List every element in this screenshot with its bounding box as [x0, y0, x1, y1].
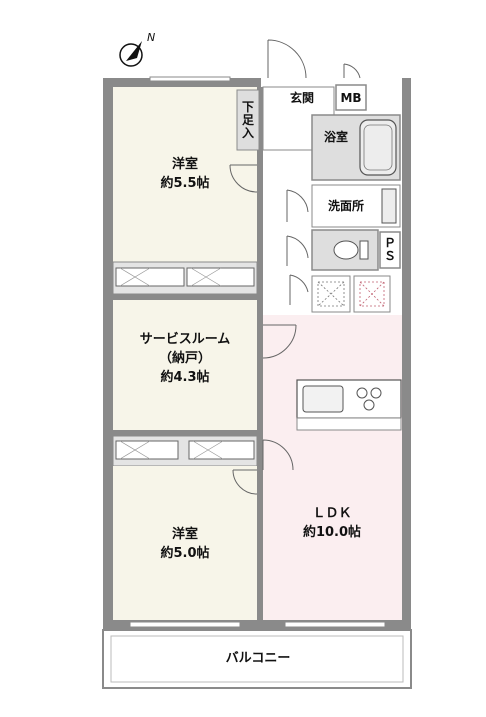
room-western-1-name: 洋室: [171, 157, 198, 172]
hall-door-swing: [289, 274, 309, 305]
meter-box: [335, 84, 367, 111]
balcony-label: バルコニー: [225, 651, 291, 666]
window-western-1: [149, 76, 231, 82]
room-western-2: [113, 466, 257, 620]
room-western-1-label: 洋室 約5.5帖: [135, 155, 235, 193]
wall-bottom: [103, 620, 411, 630]
washroom: [286, 184, 401, 228]
closet-2-right-door: [188, 440, 255, 460]
closet-1-fold-lines: [119, 267, 222, 287]
hallway: [263, 150, 309, 310]
kitchen-stove-burner-2: [370, 387, 382, 399]
compass-label: N: [147, 31, 155, 44]
wall-service-top: [113, 294, 257, 300]
compass-needle-icon: [126, 41, 142, 61]
closet-1: [112, 261, 258, 295]
door-western-2: [232, 469, 258, 495]
kitchen-counter: [296, 379, 402, 431]
room-service-size: 約4.3帖: [160, 370, 210, 385]
entrance-door-swing: [267, 39, 307, 79]
toilet-icon: [333, 240, 359, 260]
room-service-label: サービスルーム （納戸） 約4.3帖: [113, 330, 257, 387]
storage-fridge-cross: [359, 281, 385, 307]
window-bottom-right: [284, 621, 386, 628]
closet-2: [112, 430, 258, 467]
door-service: [262, 324, 297, 359]
room-western-2-label: 洋室 約5.0帖: [135, 525, 235, 563]
bathtub-inner: [363, 124, 393, 171]
closet-1-left-door: [115, 267, 185, 287]
room-service-name: サービスルーム: [139, 332, 231, 347]
toilet-tank: [359, 240, 369, 260]
kitchen-sink-icon: [302, 385, 344, 413]
bathroom-label: 浴室: [323, 130, 348, 144]
closet-2-fold-lines: [119, 440, 224, 460]
wall-top-left: [103, 78, 261, 87]
room-doors: [229, 164, 297, 495]
room-service-note: （納戸）: [158, 351, 211, 366]
room-ldk-size: 約10.0帖: [302, 525, 362, 540]
toilet-room: [286, 229, 401, 271]
storage-fridge-inner: [359, 281, 385, 307]
closet-2-left-door: [115, 440, 179, 460]
closet-1-right-door: [186, 267, 255, 287]
room-western-2-size: 約5.0帖: [160, 546, 210, 561]
room-service: [113, 300, 257, 430]
room-ldk: [263, 315, 402, 620]
balcony-rail: [110, 635, 404, 683]
door-ldk: [262, 439, 294, 471]
wall-service-bottom: [113, 430, 257, 436]
washroom-door-swing: [286, 189, 309, 222]
storage-spaces: [289, 274, 391, 313]
outer-walls: [103, 78, 411, 630]
room-ldk-name: ＬＤＫ: [312, 506, 352, 521]
toilet-door-swing: [286, 235, 309, 266]
storage-washer-cross: [317, 281, 345, 307]
room-ldk-label: ＬＤＫ 約10.0帖: [282, 504, 382, 542]
entrance-label: 玄関: [289, 91, 314, 105]
meter-box-label: MB: [340, 91, 362, 105]
room-western-2-name: 洋室: [171, 527, 198, 542]
wall-mid-vertical: [257, 87, 263, 620]
pipe-space: [379, 231, 401, 269]
compass: N: [119, 31, 155, 67]
balcony: [102, 629, 412, 689]
door-western-1: [229, 164, 258, 193]
bathtub-icon: [359, 119, 397, 176]
meter-box-door-swing: [343, 63, 361, 79]
washbasin-icon: [381, 188, 397, 224]
wall-left: [103, 78, 113, 630]
bathroom: [311, 114, 401, 181]
kitchen-lower-counter: [296, 417, 402, 431]
pipe-space-label: ＰＳ: [383, 236, 396, 263]
washroom-label: 洗面所: [327, 199, 364, 213]
room-western-1-size: 約5.5帖: [160, 176, 210, 191]
window-bottom-left: [129, 621, 241, 628]
shoe-box-label: 下足入: [241, 100, 254, 140]
wall-right: [402, 78, 411, 630]
kitchen-stove-burner-1: [356, 387, 368, 399]
room-western-1: [113, 87, 257, 262]
kitchen-stove-burner-3: [363, 399, 375, 411]
storage-washer-inner: [317, 281, 345, 307]
shoe-box: [236, 89, 260, 151]
